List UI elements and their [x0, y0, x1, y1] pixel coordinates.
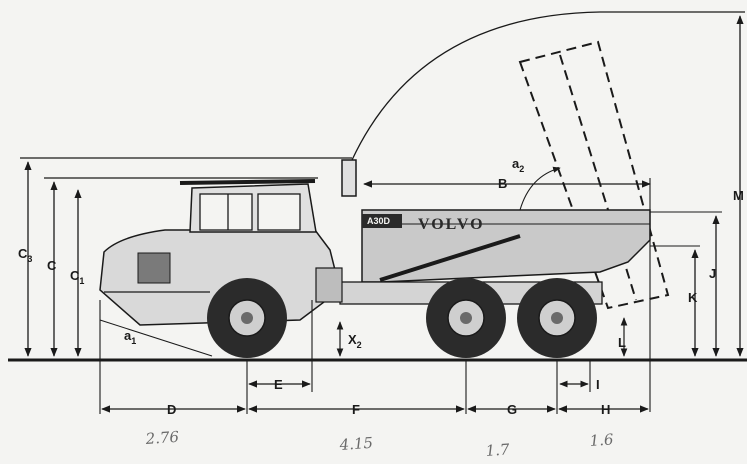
model-text: A30D — [367, 216, 391, 226]
label-j: J — [709, 266, 716, 281]
front-wheel — [207, 278, 287, 358]
label-i: I — [596, 377, 600, 392]
rear-wheel-2 — [517, 278, 597, 358]
note-f: 4.15 — [338, 434, 374, 454]
tipping-arc — [351, 11, 745, 161]
dump-body: A30D VOLVO — [361, 209, 651, 283]
label-c: C — [47, 258, 57, 273]
brand-text: VOLVO — [418, 216, 485, 233]
label-l: L — [618, 335, 626, 350]
label-g: G — [507, 402, 517, 417]
label-d: D — [167, 402, 176, 417]
exhaust-stack — [341, 159, 357, 197]
label-m: M — [733, 188, 744, 203]
label-h: H — [601, 402, 610, 417]
articulation-hitch — [315, 267, 343, 303]
label-a2: a2 — [512, 156, 524, 174]
label-x2: X2 — [348, 332, 362, 350]
note-h: 1.6 — [589, 430, 615, 450]
model-plate — [362, 214, 402, 228]
label-a1: a1 — [124, 328, 136, 346]
label-c1: C1 — [70, 268, 84, 286]
cab — [179, 179, 317, 233]
label-e: E — [274, 377, 283, 392]
rear-wheel-1 — [426, 278, 506, 358]
note-d: 2.76 — [144, 428, 180, 448]
label-c3: C3 — [18, 246, 32, 264]
note-g: 1.7 — [485, 440, 511, 460]
label-f: F — [352, 402, 360, 417]
label-b: B — [498, 176, 507, 191]
label-k: K — [688, 290, 698, 305]
